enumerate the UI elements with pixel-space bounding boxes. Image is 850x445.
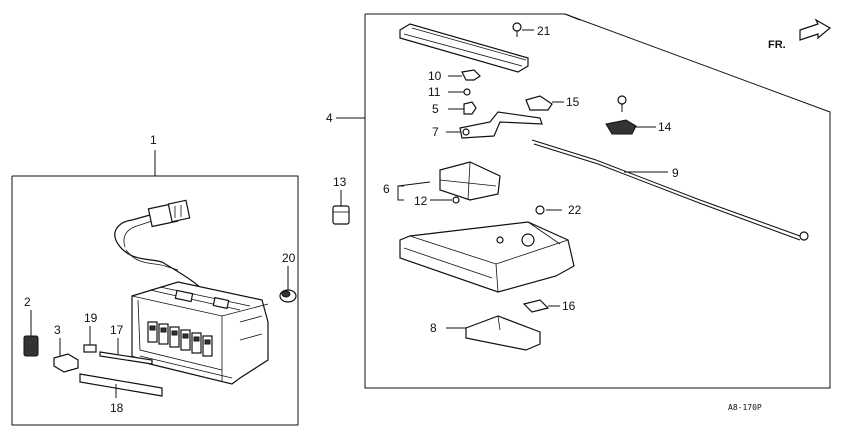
callout-14: 14 [658,120,672,134]
part-2-panel [23,310,39,357]
part-10-cap [448,69,481,81]
part-18-strip [79,373,163,398]
callout-11: 11 [428,85,441,99]
callout-1: 1 [150,133,157,147]
assembly-1-frame [11,150,299,426]
callout-15: 15 [566,95,580,109]
part-9-cable [531,139,809,241]
callout-2: 2 [24,295,31,309]
callout-21: 21 [537,24,551,38]
assembly-4-frame [336,13,831,389]
front-direction-indicator: FR. [768,18,832,51]
callout-19: 19 [84,311,98,325]
callout-4: 4 [326,111,333,125]
part-21-top-bracket [399,22,534,73]
callout-5: 5 [432,102,439,116]
part-14-clip [605,95,656,135]
callout-16: 16 [562,299,576,313]
part-20-grommet [279,266,297,303]
part-17-strip [99,338,153,365]
direction-label: FR. [768,39,786,51]
callout-7: 7 [432,125,439,139]
callout-20: 20 [282,251,296,265]
control-unit-body [131,281,269,385]
part-19-label [83,326,97,353]
callout-9: 9 [672,166,679,180]
part-3-knob [53,338,79,373]
control-unit-buttons [147,321,213,357]
part-15-clamp [525,95,564,111]
callout-18: 18 [110,401,124,415]
callout-10: 10 [428,69,442,83]
callout-6: 6 [383,182,390,196]
part-6-actuator [397,161,501,204]
callout-8: 8 [430,321,437,335]
callout-22: 22 [568,203,582,217]
callout-3: 3 [54,323,61,337]
part-16-washer [522,299,560,313]
callout-12: 12 [414,194,428,208]
part-11-clip [448,88,471,96]
part-5-nut [448,101,477,115]
main-housing [399,221,575,293]
part-7-lever-bracket [446,111,543,139]
part-13-clip [332,190,350,225]
callout-17: 17 [110,323,124,337]
reference-code: A8-170P [728,403,762,412]
part-22-screw [535,205,562,215]
callout-13: 13 [333,175,347,189]
part-8-bracket [446,315,541,351]
control-unit-harness [114,199,206,293]
